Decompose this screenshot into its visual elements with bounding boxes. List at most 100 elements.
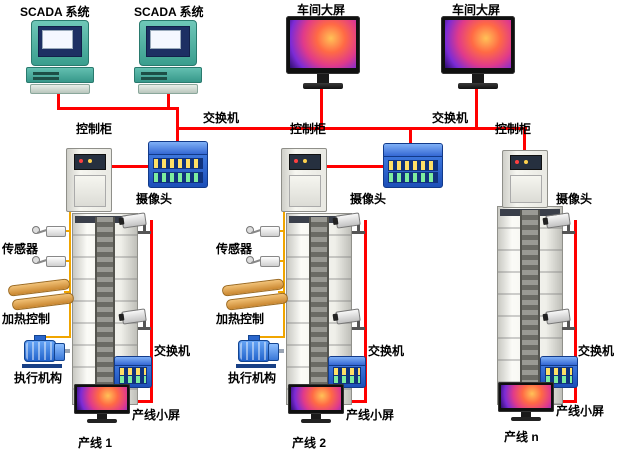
line-screen-label: 产线小屏	[132, 408, 181, 422]
cctv-camera	[332, 306, 366, 332]
indicator-led	[514, 160, 519, 165]
crt-window	[42, 30, 73, 49]
actuator-label: 执行机构	[228, 371, 277, 385]
motor-shaft	[65, 349, 70, 353]
sensor-device	[30, 252, 66, 270]
sensor-body	[260, 256, 280, 267]
cabinet-door	[73, 175, 107, 207]
camera-lens	[332, 217, 339, 226]
screen-frame	[74, 384, 130, 414]
motor-body	[238, 340, 270, 362]
ethernet-switch	[383, 143, 443, 188]
line-name-label: 产线 2	[292, 436, 327, 450]
drive-slot	[33, 77, 59, 80]
camera-mount	[567, 321, 570, 328]
screen-frame	[441, 16, 515, 74]
motor-base	[236, 364, 276, 368]
signal-line	[278, 260, 285, 262]
camera-mount	[567, 225, 570, 232]
screen-base	[511, 417, 541, 421]
screen-frame	[288, 384, 344, 414]
screen-display	[501, 385, 551, 408]
motor-cap	[54, 343, 65, 361]
switch-top	[384, 144, 442, 157]
connection-line	[523, 127, 526, 153]
screen-base	[458, 83, 498, 89]
connection-line	[57, 90, 60, 110]
crt-monitor	[139, 20, 197, 66]
line-screen-label: 产线小屏	[346, 408, 395, 422]
workshop-screen	[441, 16, 515, 98]
camera-mount	[143, 225, 146, 232]
scada-label: SCADA 系统	[134, 5, 204, 19]
cctv-camera	[542, 210, 576, 236]
scada-computer	[26, 20, 94, 94]
motor-body	[24, 340, 56, 362]
signal-line	[256, 336, 285, 338]
connection-line	[320, 88, 323, 130]
rack-rail	[309, 217, 329, 401]
switch-top	[149, 142, 207, 155]
signal-line	[283, 211, 285, 338]
line-name-label: 产线 n	[504, 430, 539, 444]
line-switch	[540, 356, 578, 388]
screen-display	[77, 387, 127, 410]
actuator-label: 执行机构	[14, 371, 63, 385]
sensor-body	[46, 226, 66, 237]
signal-line	[278, 230, 285, 232]
motor-actuator	[236, 334, 284, 370]
drive-slot	[141, 72, 167, 75]
control-cabinet	[502, 150, 548, 208]
connection-line	[150, 220, 153, 403]
motor-actuator	[22, 334, 70, 370]
motor-shaft	[279, 349, 284, 353]
camera-base	[562, 327, 575, 330]
line-switch	[328, 356, 366, 388]
crt-monitor	[31, 20, 89, 66]
line-switch-label: 交换机	[578, 344, 615, 358]
connection-line	[364, 220, 367, 403]
cctv-camera	[542, 306, 576, 332]
camera-base	[352, 231, 365, 234]
signal-line	[64, 291, 71, 293]
connection-line	[325, 165, 383, 168]
sensor-label: 传感器	[2, 242, 39, 256]
connection-line	[409, 127, 412, 145]
rack-rail	[520, 210, 540, 401]
cabinet-display	[288, 153, 322, 170]
screen-base	[301, 419, 331, 423]
drive-slot	[141, 77, 167, 80]
screen-stand	[97, 414, 107, 419]
switch-label: 交换机	[432, 111, 469, 125]
cctv-camera	[118, 306, 152, 332]
sensor-body	[260, 226, 280, 237]
workshop-screen-label: 车间大屏	[452, 3, 501, 17]
signal-line	[64, 260, 71, 262]
motor-base	[22, 364, 62, 368]
connection-line	[176, 107, 179, 143]
drive-slot	[33, 72, 59, 75]
camera-base	[138, 327, 151, 330]
line-screen	[498, 382, 554, 424]
switch-top	[541, 357, 577, 366]
line-switch-label: 交换机	[368, 344, 405, 358]
control-cabinet	[281, 148, 327, 212]
rack-rail	[95, 217, 115, 401]
signal-line	[278, 291, 285, 293]
motor-ribs	[240, 342, 268, 360]
switch-ports	[153, 172, 203, 183]
motor-ribs	[26, 342, 54, 360]
switch-ports	[388, 160, 438, 171]
workshop-screen	[286, 16, 360, 98]
control-cabinet	[66, 148, 112, 212]
line-switch-label: 交换机	[154, 344, 191, 358]
line-screen	[74, 384, 130, 426]
indicator-led	[78, 158, 83, 163]
screen-display	[290, 20, 356, 68]
line-name-label: 产线 1	[78, 436, 113, 450]
connection-line	[110, 165, 148, 168]
switch-ports	[388, 172, 438, 183]
heating-label: 加热控制	[216, 312, 265, 326]
switch-ports	[333, 375, 361, 384]
